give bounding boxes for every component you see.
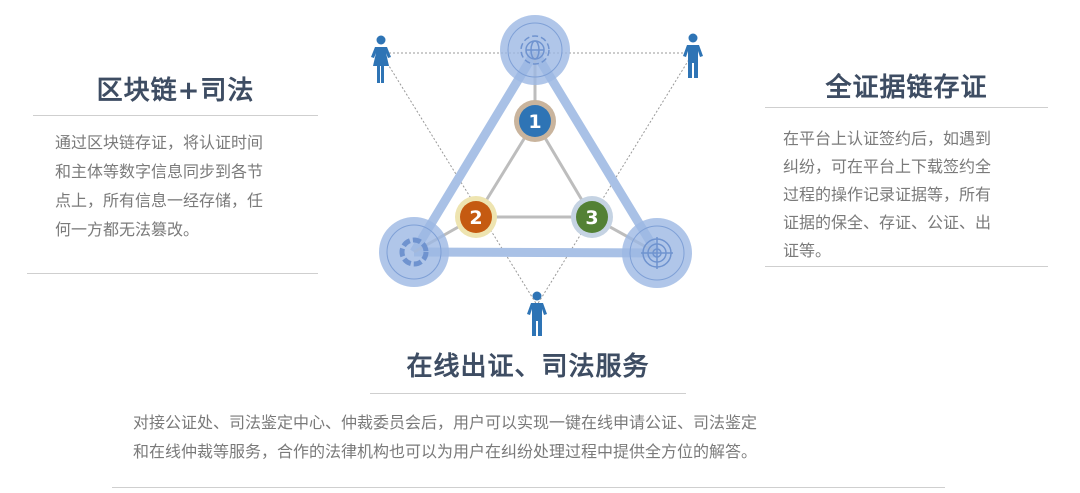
bottom-title: 在线出证、司法服务 [406,352,650,382]
bottom-line: 对接公证处、司法鉴定中心、仲裁委员会后，用户可以实现一键在线申请公证、司法鉴定 [133,413,758,432]
right-line: 证据的保全、存证、公证、出 [783,213,992,232]
node-1: 1 [514,100,556,142]
node-2: 2 [455,196,497,238]
person-male-icon [527,291,547,336]
right-bottom-divider [765,266,1048,267]
right-title: 全证据链存证 [825,73,988,103]
left-line: 和主体等数字信息同步到各节 [55,162,264,181]
left-line: 通过区块链存证，将认证时间 [55,133,264,152]
left-bottom-divider [27,273,318,274]
pie-chart-icon [399,237,429,267]
node-3: 3 [571,196,613,238]
bottom-body: 对接公证处、司法鉴定中心、仲裁委员会后，用户可以实现一键在线申请公证、司法鉴定 … [133,408,757,466]
left-line: 何一方都无法篡改。 [55,220,200,239]
bottom-bottom-divider [112,487,945,488]
hub-bottom-left [379,217,449,287]
node-3-label: 3 [585,207,598,229]
hub-top [500,15,570,85]
bottom-title-divider [370,393,686,394]
person-male-icon [683,33,703,78]
outer-triangle [410,49,661,258]
right-line: 过程的操作记录证据等，所有 [783,185,992,204]
right-body: 在平台上认证签约后，如遇到 纠纷，可在平台上下载签约全 过程的操作记录证据等，所… [783,125,991,265]
node-1-label: 1 [528,111,541,133]
right-line: 纠纷，可在平台上下载签约全 [783,157,992,176]
right-line: 证等。 [783,241,832,260]
hub-bottom-right [622,218,692,288]
left-line: 点上，所有信息一经存储，任 [55,191,264,210]
person-female-icon [371,35,391,83]
node-2-label: 2 [469,207,482,229]
left-title-divider [33,115,318,116]
globe-cycle-icon [520,35,550,65]
left-body: 通过区块链存证，将认证时间 和主体等数字信息同步到各节 点上，所有信息一经存储，… [55,128,263,244]
right-title-divider [765,107,1048,108]
right-line: 在平台上认证签约后，如遇到 [783,129,992,148]
target-icon [641,237,673,269]
left-title: 区块链+司法 [96,76,255,106]
bottom-line: 和在线仲裁等服务，合作的法律机构也可以为用户在纠纷处理过程中提供全方位的解答。 [133,442,758,461]
